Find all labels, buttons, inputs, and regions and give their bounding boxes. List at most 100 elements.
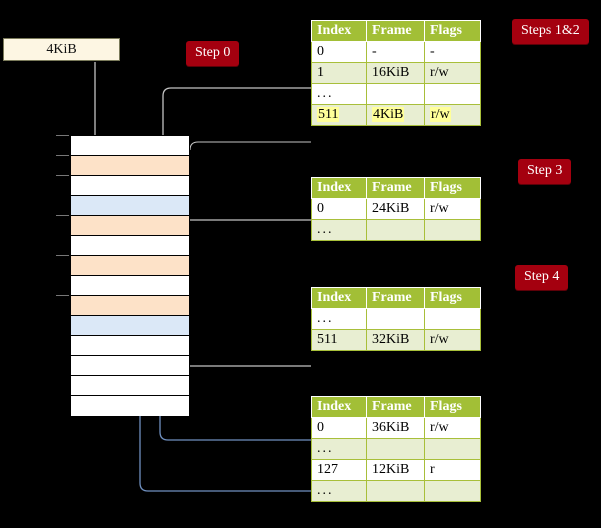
table-cell	[366, 438, 425, 460]
memory-frame-row	[71, 276, 189, 296]
memory-frame-row	[71, 336, 189, 356]
memory-frame-row	[56, 135, 189, 156]
table-cell: r/w	[424, 62, 481, 84]
table-cell: 0	[311, 41, 367, 63]
badge-steps-1-2: Steps 1&2	[512, 19, 589, 44]
cell-value: 1	[317, 65, 324, 80]
table-cell: 16KiB	[366, 62, 425, 84]
table-cell: 511	[311, 329, 367, 351]
cell-value: 511	[317, 107, 340, 122]
virtual-address-box: 4KiB	[3, 38, 120, 61]
table-cell: 4KiB	[366, 104, 425, 126]
table-cell	[366, 83, 425, 105]
table-cell	[424, 438, 481, 460]
memory-row-tick	[56, 135, 69, 136]
table-cell	[424, 83, 481, 105]
cell-value: 0	[317, 201, 324, 216]
table-row: ...	[311, 438, 481, 460]
memory-frame-row	[56, 175, 189, 196]
memory-frame-row	[71, 316, 189, 336]
cell-value: 16KiB	[372, 65, 410, 80]
badge-step-0: Step 0	[186, 41, 240, 66]
table-cell	[424, 480, 481, 502]
table-cell	[424, 219, 481, 241]
table-cell: 24KiB	[366, 198, 425, 220]
column-header-flags: Flags	[424, 177, 481, 199]
table-cell: 127	[311, 459, 367, 481]
ellipsis-cell: ...	[317, 222, 334, 237]
memory-row-tick	[56, 255, 69, 256]
cell-value: -	[430, 44, 435, 59]
physical-memory-column	[56, 135, 190, 416]
cell-value: 24KiB	[372, 201, 410, 216]
table-cell: 511	[311, 104, 367, 126]
table-cell: -	[366, 41, 425, 63]
memory-frame-row	[71, 236, 189, 256]
cell-value: 36KiB	[372, 420, 410, 435]
cell-value: r/w	[430, 107, 451, 122]
ellipsis-cell: ...	[317, 311, 334, 326]
cell-value: r/w	[430, 420, 449, 435]
column-header-index: Index	[311, 20, 367, 42]
table-cell: 0	[311, 198, 367, 220]
table-cell: 1	[311, 62, 367, 84]
column-header-frame: Frame	[366, 20, 425, 42]
column-header-flags: Flags	[424, 287, 481, 309]
table-cell	[366, 308, 425, 330]
memory-row-tick	[56, 155, 69, 156]
memory-frame-row	[56, 215, 189, 236]
table-row: 511 4KiB r/w	[311, 104, 481, 126]
column-header-index: Index	[311, 177, 367, 199]
table-cell: 36KiB	[366, 417, 425, 439]
table-cell: r/w	[424, 329, 481, 351]
cell-value: r	[430, 462, 435, 477]
table-cell: ...	[311, 480, 367, 502]
table-cell: ...	[311, 219, 367, 241]
table-row: ...	[311, 83, 481, 105]
table-cell: r	[424, 459, 481, 481]
table-cell	[366, 219, 425, 241]
cell-value: 511	[317, 332, 338, 347]
cell-value: 127	[317, 462, 338, 477]
column-header-index: Index	[311, 287, 367, 309]
cell-value: r/w	[430, 65, 449, 80]
ellipsis-cell: ...	[317, 86, 334, 101]
cell-value: r/w	[430, 201, 449, 216]
table-cell: ...	[311, 308, 367, 330]
table-row: 1 16KiB r/w	[311, 62, 481, 84]
table-cell: r/w	[424, 104, 481, 126]
table-cell: r/w	[424, 198, 481, 220]
column-header-frame: Frame	[366, 396, 425, 418]
column-header-flags: Flags	[424, 20, 481, 42]
memory-frame-row	[56, 155, 189, 176]
cell-value: r/w	[430, 332, 449, 347]
cell-value: -	[372, 44, 377, 59]
memory-frame-row	[71, 356, 189, 376]
memory-row-tick	[56, 295, 69, 296]
table-cell	[366, 480, 425, 502]
memory-row-tick	[56, 215, 69, 216]
table-row: 511 32KiB r/w	[311, 329, 481, 351]
table-cell: 32KiB	[366, 329, 425, 351]
cell-value: 4KiB	[372, 107, 405, 122]
table-cell: r/w	[424, 417, 481, 439]
table-cell: ...	[311, 83, 367, 105]
table-row: 0--	[311, 41, 481, 63]
cell-value: 12KiB	[372, 462, 410, 477]
column-header-index: Index	[311, 396, 367, 418]
column-header-flags: Flags	[424, 396, 481, 418]
virtual-address-label: 4KiB	[46, 41, 77, 57]
cell-value: 32KiB	[372, 332, 410, 347]
memory-frame-row	[71, 376, 189, 396]
table-cell: -	[424, 41, 481, 63]
table-cell: 12KiB	[366, 459, 425, 481]
